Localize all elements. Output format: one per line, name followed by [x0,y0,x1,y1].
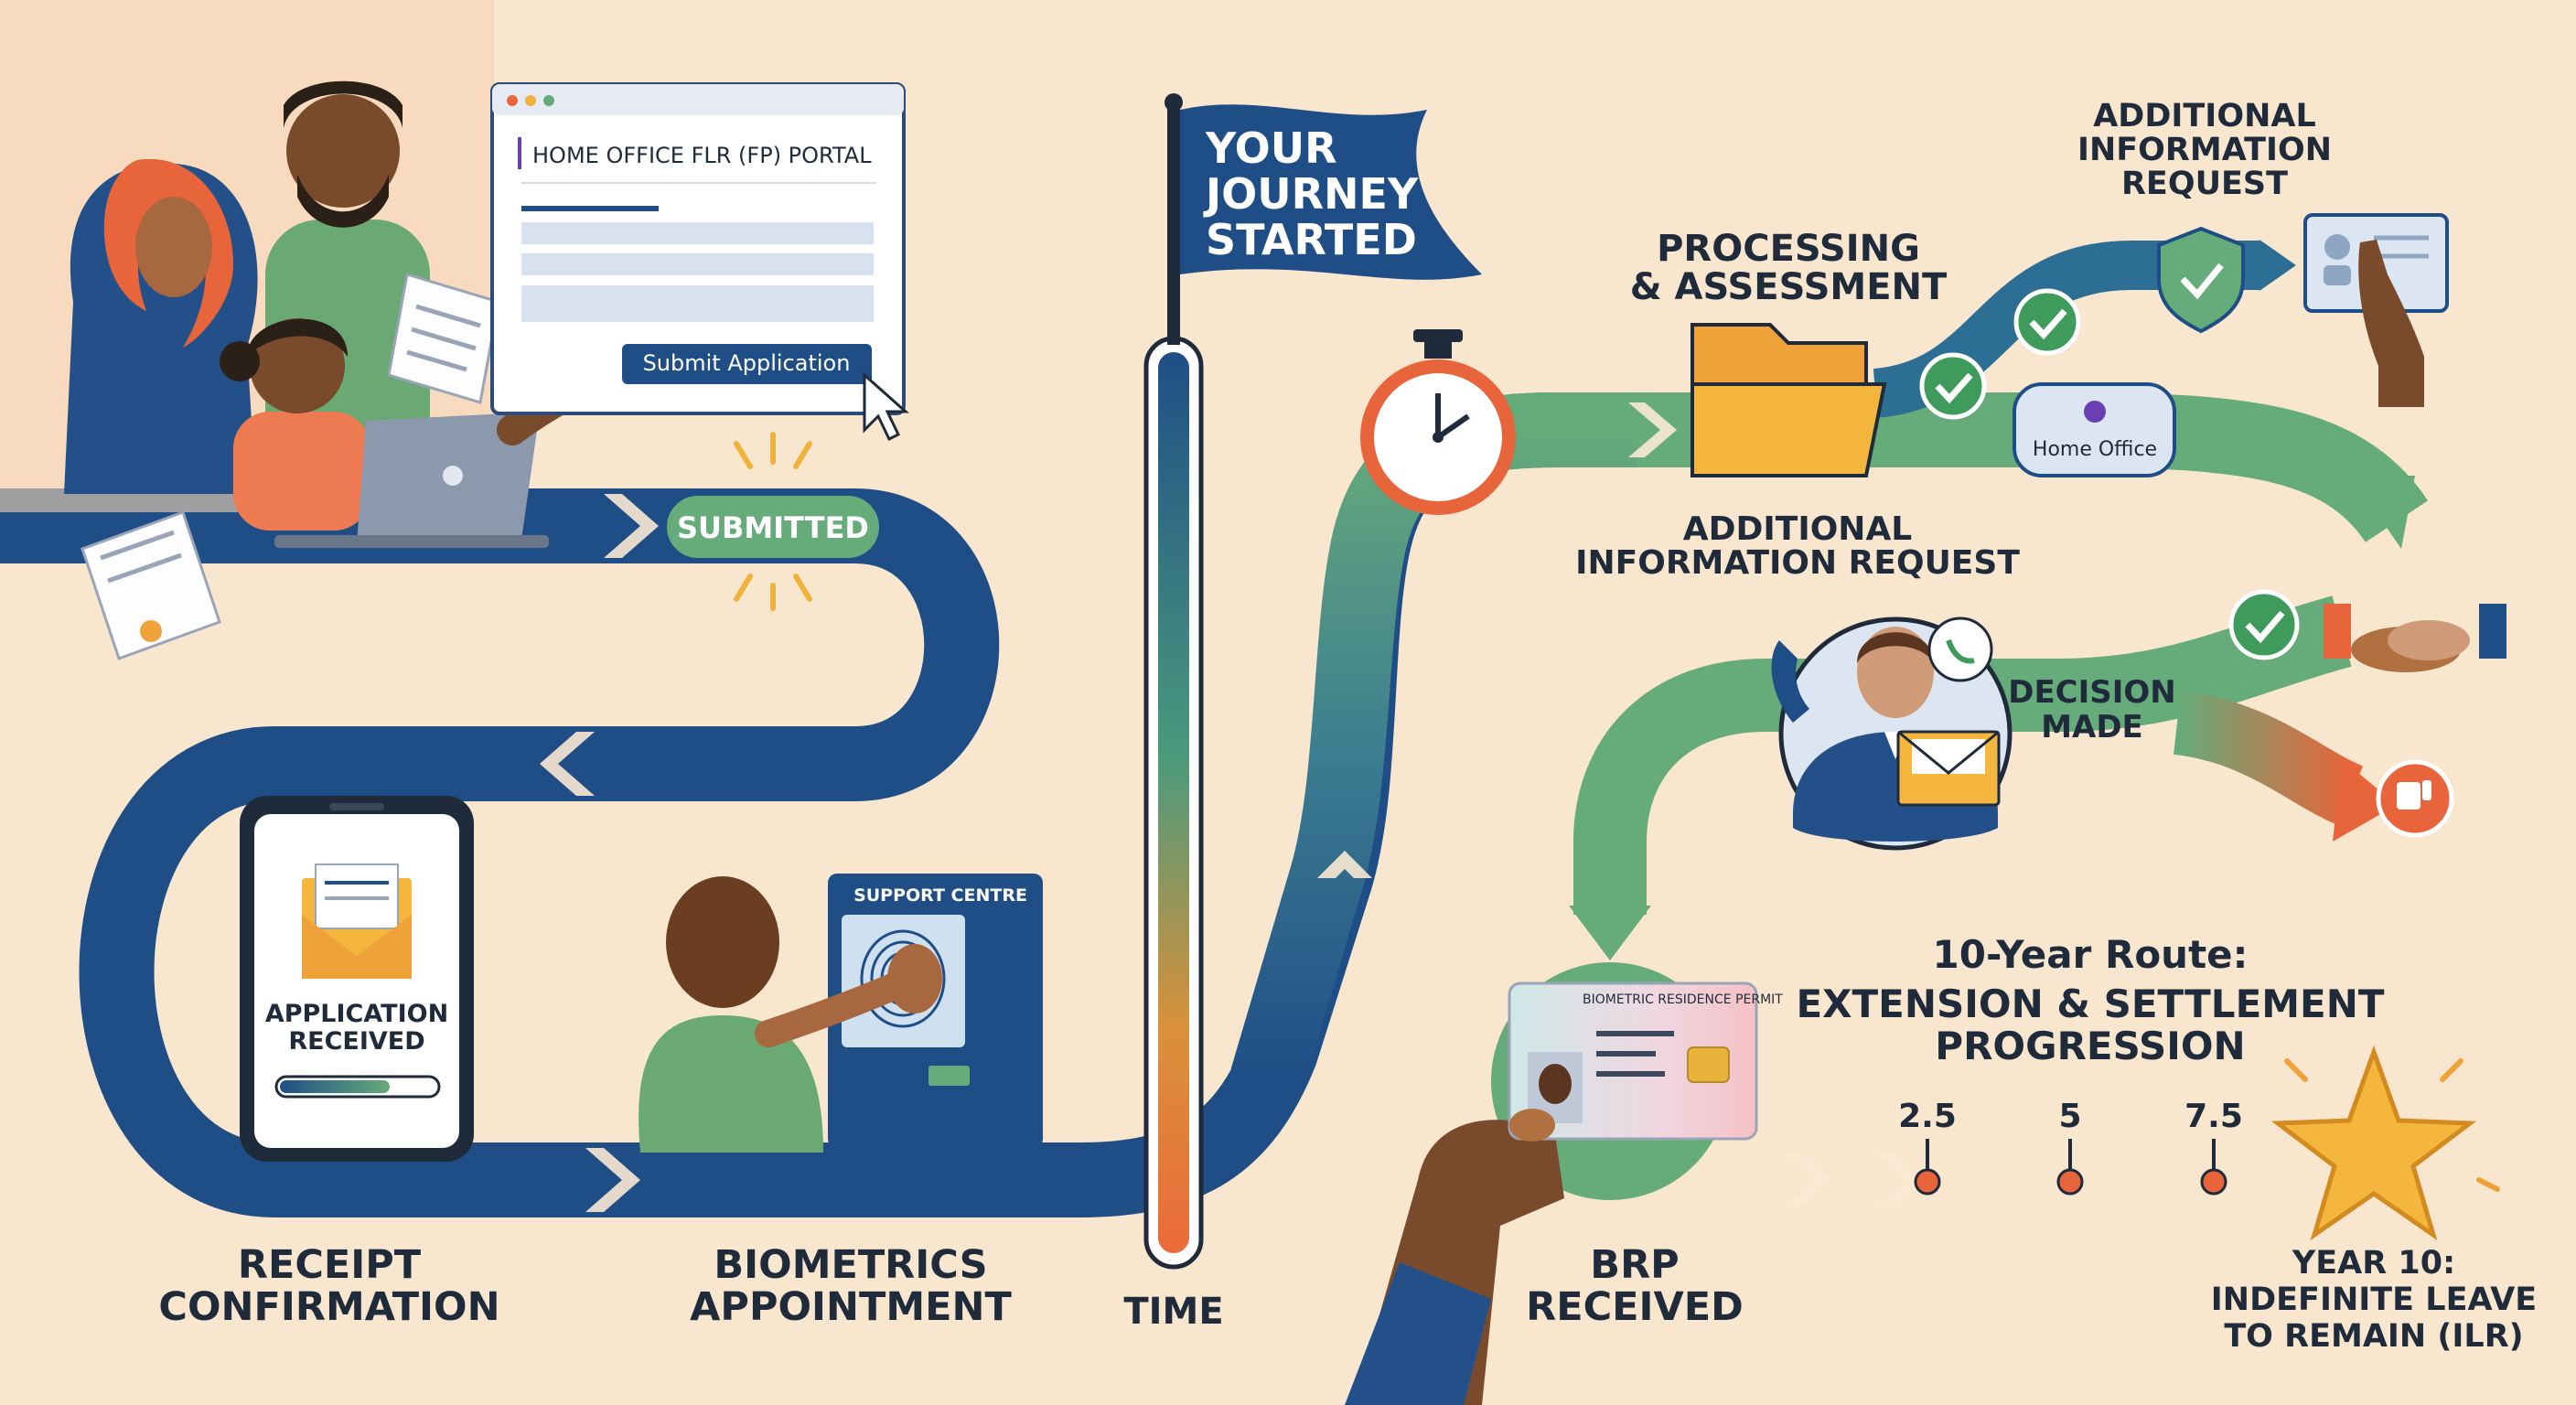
home-office-text: Home Office [2033,438,2157,461]
road-reject [2173,691,2364,826]
milestone: 5 [2056,1098,2084,1196]
portal-field-2[interactable] [521,253,874,275]
envelope-icon [1896,730,2001,807]
phone-progress-fill [280,1080,390,1093]
milestone-label: 7.5 [2184,1098,2243,1135]
journey-flag: YOUR JOURNEY STARTED [1165,93,1482,345]
decision-line1: DECISION [2008,674,2176,711]
road-chevrons [540,402,1924,1212]
milestone-label: 2.5 [1898,1098,1957,1135]
submitted-text: SUBMITTED [677,510,869,545]
route-line2: EXTENSION & SETTLEMENT [1796,981,2384,1026]
shield-icon [2157,226,2245,334]
milestones: 2.5 5 7.5 [1898,1098,2243,1196]
ilr-line2: INDEFINITE LEAVE [2211,1282,2537,1318]
receipt-line2: CONFIRMATION [158,1284,499,1330]
id-card-icon [2303,213,2449,407]
biometrics-kiosk: SUPPORT CENTRE [639,874,1043,1153]
cursor-icon [863,371,909,442]
check-icons [1919,288,2300,660]
route-line1: 10-Year Route: [1933,932,2249,977]
brp-line2: RECEIVED [1526,1284,1744,1330]
flag-line2: JOURNEY [1203,169,1419,219]
submitted-badge: SUBMITTED [663,432,883,611]
milestone: 7.5 [2184,1098,2243,1196]
top-request-line1: ADDITIONAL [2093,98,2316,134]
folder-icon [1690,323,1887,477]
check-icon [1919,352,1987,420]
time-label: TIME [1123,1291,1223,1333]
thumbs-down-icon [2376,759,2454,838]
route-line3: PROGRESSION [1935,1024,2245,1068]
envelope-icon [302,863,412,979]
brp-card-header: BIOMETRIC RESIDENCE PERMIT [1583,992,1783,1007]
phone-line2: RECEIVED [288,1027,424,1056]
card-chip [1687,1046,1730,1083]
stopwatch-icon [1360,329,1516,515]
submit-application-button[interactable] [622,344,872,384]
biometrics-line2: APPOINTMENT [690,1284,1012,1330]
kiosk-title: SUPPORT CENTRE [853,885,1027,906]
handshake-icon [2324,604,2506,672]
window-close-dot [507,95,518,106]
phone-handset-icon [1771,640,1809,723]
arrow-reject [2333,759,2397,842]
support-agent-avatar [1771,617,2012,851]
decision-line2: MADE [2041,709,2143,745]
phone-line1: APPLICATION [265,1000,448,1028]
mid-request-line2: INFORMATION REQUEST [1575,544,2020,582]
check-icon [2228,589,2300,660]
star-icon [2270,1045,2500,1241]
flag-pole [1167,102,1180,345]
flag-line3: STARTED [1206,215,1417,264]
brp-illustration: BIOMETRIC RESIDENCE PERMIT [1345,962,1783,1405]
brp-line1: BRP [1590,1242,1679,1288]
mid-request-line1: ADDITIONAL [1683,510,1913,548]
arrow-upper-right [2351,476,2415,549]
portal-field-1[interactable] [521,222,874,244]
arrow-brp [1569,906,1651,960]
milestone-label: 5 [2058,1098,2081,1135]
biometrics-line1: BIOMETRICS [714,1242,987,1288]
time-thermometer [1143,336,1204,1270]
processing-line1: PROCESSING [1657,228,1920,270]
window-max-dot [543,95,554,106]
ilr-line1: YEAR 10: [2292,1245,2455,1282]
arrow-request [2259,240,2296,291]
submit-application-label: Submit Application [643,350,851,376]
top-request-line2: INFORMATION [2077,132,2332,168]
family-illustration [0,0,647,660]
road-branch-request [1873,241,2259,418]
whatsapp-icon [1927,617,1993,682]
portal-title: HOME OFFICE FLR (FP) PORTAL [532,143,872,168]
portal-field-3[interactable] [521,285,874,322]
milestone: 2.5 [1898,1098,1957,1196]
check-icon [2013,288,2081,356]
sparkle-icon [734,432,812,611]
home-office-badge: Home Office [2012,382,2176,477]
processing-line2: & ASSESSMENT [1630,266,1948,308]
top-request-line3: REQUEST [2121,166,2288,202]
receipt-line1: RECEIPT [238,1242,422,1288]
window-min-dot [525,95,536,106]
flag-line1: YOUR [1205,123,1337,173]
ilr-line3: TO REMAIN (ILR) [2224,1318,2523,1355]
portal-window: HOME OFFICE FLR (FP) PORTAL Submit Appli… [490,82,909,442]
crest-icon [2084,401,2106,423]
phone-device: APPLICATION RECEIVED [240,796,474,1162]
